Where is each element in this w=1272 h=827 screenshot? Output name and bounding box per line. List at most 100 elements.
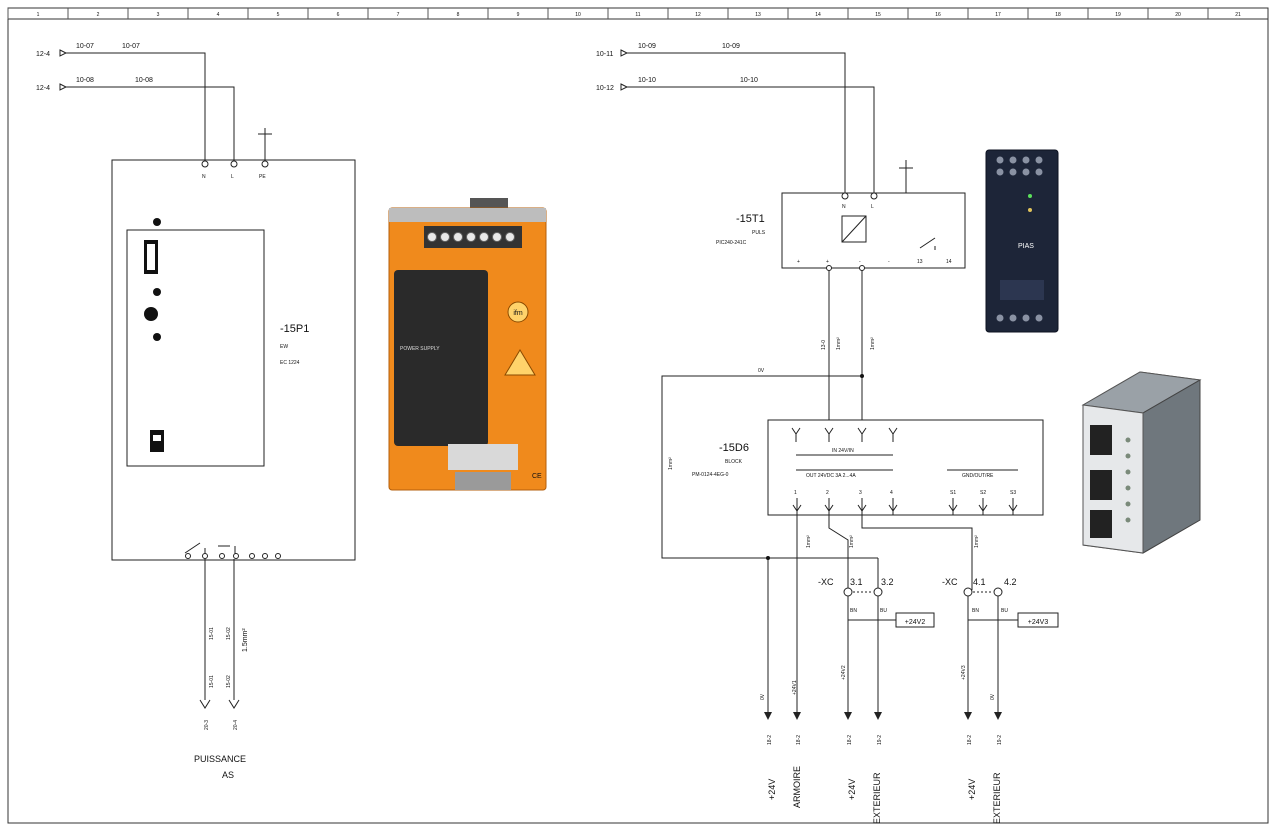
terminal-icon	[859, 265, 865, 271]
group-lines	[796, 454, 1018, 471]
connector-pin-icon	[963, 587, 973, 597]
arrow-down-icon	[199, 699, 240, 709]
screw-icon	[505, 232, 515, 242]
led-icon	[153, 218, 161, 226]
led-icon	[153, 288, 161, 296]
terminal-icon	[841, 192, 849, 200]
screw-icon	[453, 232, 463, 242]
relay-contact-icon	[184, 542, 236, 556]
ruler-label: 12	[695, 12, 701, 18]
screw-icon	[996, 156, 1004, 164]
output-1-line2: ARMOIRE	[792, 766, 802, 808]
terminal-label: 14	[946, 259, 952, 265]
screw-icon	[492, 232, 502, 242]
screw-icon	[1009, 168, 1017, 176]
output-ref: 18-2	[967, 735, 973, 745]
terminal-icon	[261, 160, 269, 168]
screw-icon	[996, 168, 1004, 176]
led-icon	[1125, 485, 1131, 491]
terminal-icon	[185, 553, 191, 559]
connector-pin-icon	[993, 587, 1003, 597]
distributor-ref: PM-0124-4EG-0	[692, 472, 729, 478]
output-ref: 18-2	[767, 735, 773, 745]
output-ref: 18-2	[847, 735, 853, 745]
ruler-label: 7	[397, 12, 400, 18]
terminal-label: PE	[259, 174, 266, 180]
arrow-icon	[59, 83, 68, 91]
arrow-icon	[620, 49, 629, 57]
connector-pin-icon	[843, 587, 853, 597]
connector1-tag: -XC	[818, 577, 834, 587]
wire-n	[627, 52, 846, 193]
connector2-pin-a: 4.1	[973, 577, 986, 587]
terminal-label: L	[871, 204, 874, 210]
output-ref: 20-3	[204, 720, 210, 730]
wire-label: 10-10	[638, 77, 656, 84]
arrow-icon	[620, 83, 629, 91]
arrow-down-icon	[964, 712, 972, 720]
screw-icon	[1022, 168, 1030, 176]
connector1-pin-a: 3.1	[850, 577, 863, 587]
psu-tag: -15T1	[736, 213, 765, 225]
wire-label: +24V2	[841, 665, 847, 680]
wire-l	[627, 86, 875, 193]
screw-icon	[996, 314, 1004, 322]
puls-logo: PIAS	[1018, 243, 1034, 250]
wire-color: BN	[850, 608, 857, 614]
input-ref-2: 10-12	[596, 85, 614, 92]
screw-icon	[1009, 156, 1017, 164]
distributor-type: BLOCK	[725, 459, 743, 465]
wire-color: BU	[1001, 608, 1008, 614]
output-ref: 20-4	[233, 720, 239, 730]
connector2-pin-b: 4.2	[1004, 577, 1017, 587]
connector1-wires	[847, 596, 900, 712]
ups-ref: EC 1224	[280, 360, 300, 366]
screw-icon	[1022, 156, 1030, 164]
wire-n	[66, 52, 206, 160]
ruler-label: 9	[517, 12, 520, 18]
bottom-clip-icon	[455, 472, 511, 490]
converter-diagonal-icon	[841, 215, 867, 243]
wire-label: 10-10	[740, 77, 758, 84]
input-ref-1: 12-4	[36, 51, 50, 58]
connector-icon	[1090, 510, 1112, 538]
wire-24v2	[828, 515, 849, 590]
ruler-label: 14	[815, 12, 821, 18]
ruler-label: 4	[217, 12, 220, 18]
wire-l	[66, 86, 235, 160]
ruler-label: 6	[337, 12, 340, 18]
puls-label-icon	[1000, 280, 1044, 300]
wire-label: 0V	[758, 368, 765, 374]
arrow-down-icon	[994, 712, 1002, 720]
din-clip-icon	[470, 198, 508, 210]
distributor-group1-label: OUT 24VDC 3A 2...4A	[806, 473, 856, 479]
psu-product-text: POWER SUPPLY	[400, 346, 440, 352]
terminal-icon	[202, 553, 208, 559]
wire-color: BN	[972, 608, 979, 614]
led-icon	[1125, 501, 1131, 507]
connector1-pin-b: 3.2	[881, 577, 894, 587]
section-label: 1mm²	[849, 535, 855, 548]
connector2-label-box	[1017, 612, 1059, 628]
led-icon	[1125, 517, 1131, 523]
caption-line1: PUISSANCE	[194, 754, 246, 764]
connector-pin-icon	[873, 587, 883, 597]
earth-icon	[258, 128, 272, 160]
input-ref-2: 12-4	[36, 85, 50, 92]
wire-label: 10-07	[122, 43, 140, 50]
ruler-label: 13	[755, 12, 761, 18]
screw-icon	[1022, 314, 1030, 322]
terminal-label: N	[202, 174, 206, 180]
ruler-label: 16	[935, 12, 941, 18]
psu-ref: PIC240-241C	[716, 240, 747, 246]
ruler-label: 10	[575, 12, 581, 18]
led-icon	[1028, 208, 1032, 212]
section-label: 1.5mm²	[242, 628, 249, 652]
ifm-logo: ifm	[513, 310, 523, 317]
ruler-label: 2	[97, 12, 100, 18]
terminal-label: L	[231, 174, 234, 180]
section-label: 1mm²	[668, 457, 674, 470]
wire-label: +24V1	[792, 680, 798, 695]
warning-icon	[504, 349, 536, 376]
